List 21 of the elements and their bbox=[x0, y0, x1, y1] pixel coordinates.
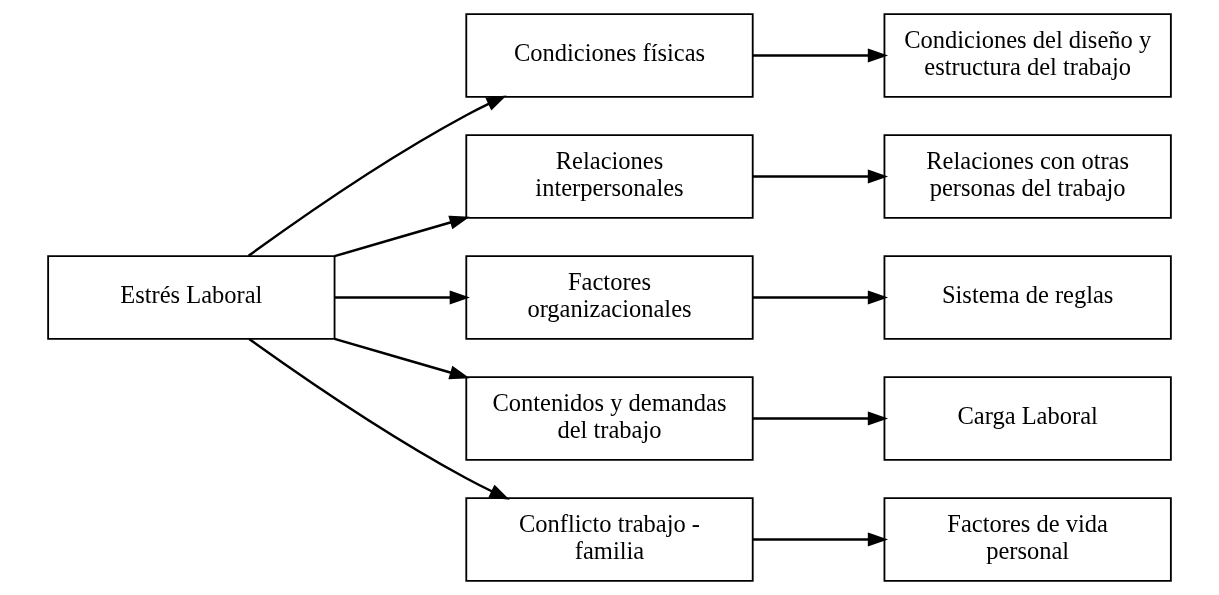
node-box: Sistema de reglas bbox=[883, 255, 1172, 340]
node-box: Estrés Laboral bbox=[47, 255, 336, 340]
node-box: Condiciones del diseño y estructura del trabajo bbox=[883, 13, 1172, 98]
arrow bbox=[248, 338, 510, 500]
arrow bbox=[247, 95, 507, 257]
node-box: Conflicto trabajo - familia bbox=[465, 497, 754, 582]
node-box: Contenidos y demandas del trabajo bbox=[465, 376, 754, 461]
node-box: Factores organizacionales bbox=[465, 255, 754, 340]
node-box: Relaciones interpersonales bbox=[465, 134, 754, 219]
arrow bbox=[752, 532, 889, 547]
arrow bbox=[752, 169, 889, 184]
arrow bbox=[334, 215, 470, 258]
arrow bbox=[752, 411, 889, 426]
node-box: Condiciones físicas bbox=[465, 13, 754, 98]
arrow bbox=[752, 290, 889, 305]
arrow bbox=[752, 48, 889, 63]
node-box: Carga Laboral bbox=[883, 376, 1172, 461]
node-box: Relaciones con otras personas del trabajo bbox=[883, 134, 1172, 219]
arrow bbox=[334, 290, 470, 305]
node-box: Factores de vida personal bbox=[883, 497, 1172, 582]
arrow bbox=[334, 337, 470, 380]
